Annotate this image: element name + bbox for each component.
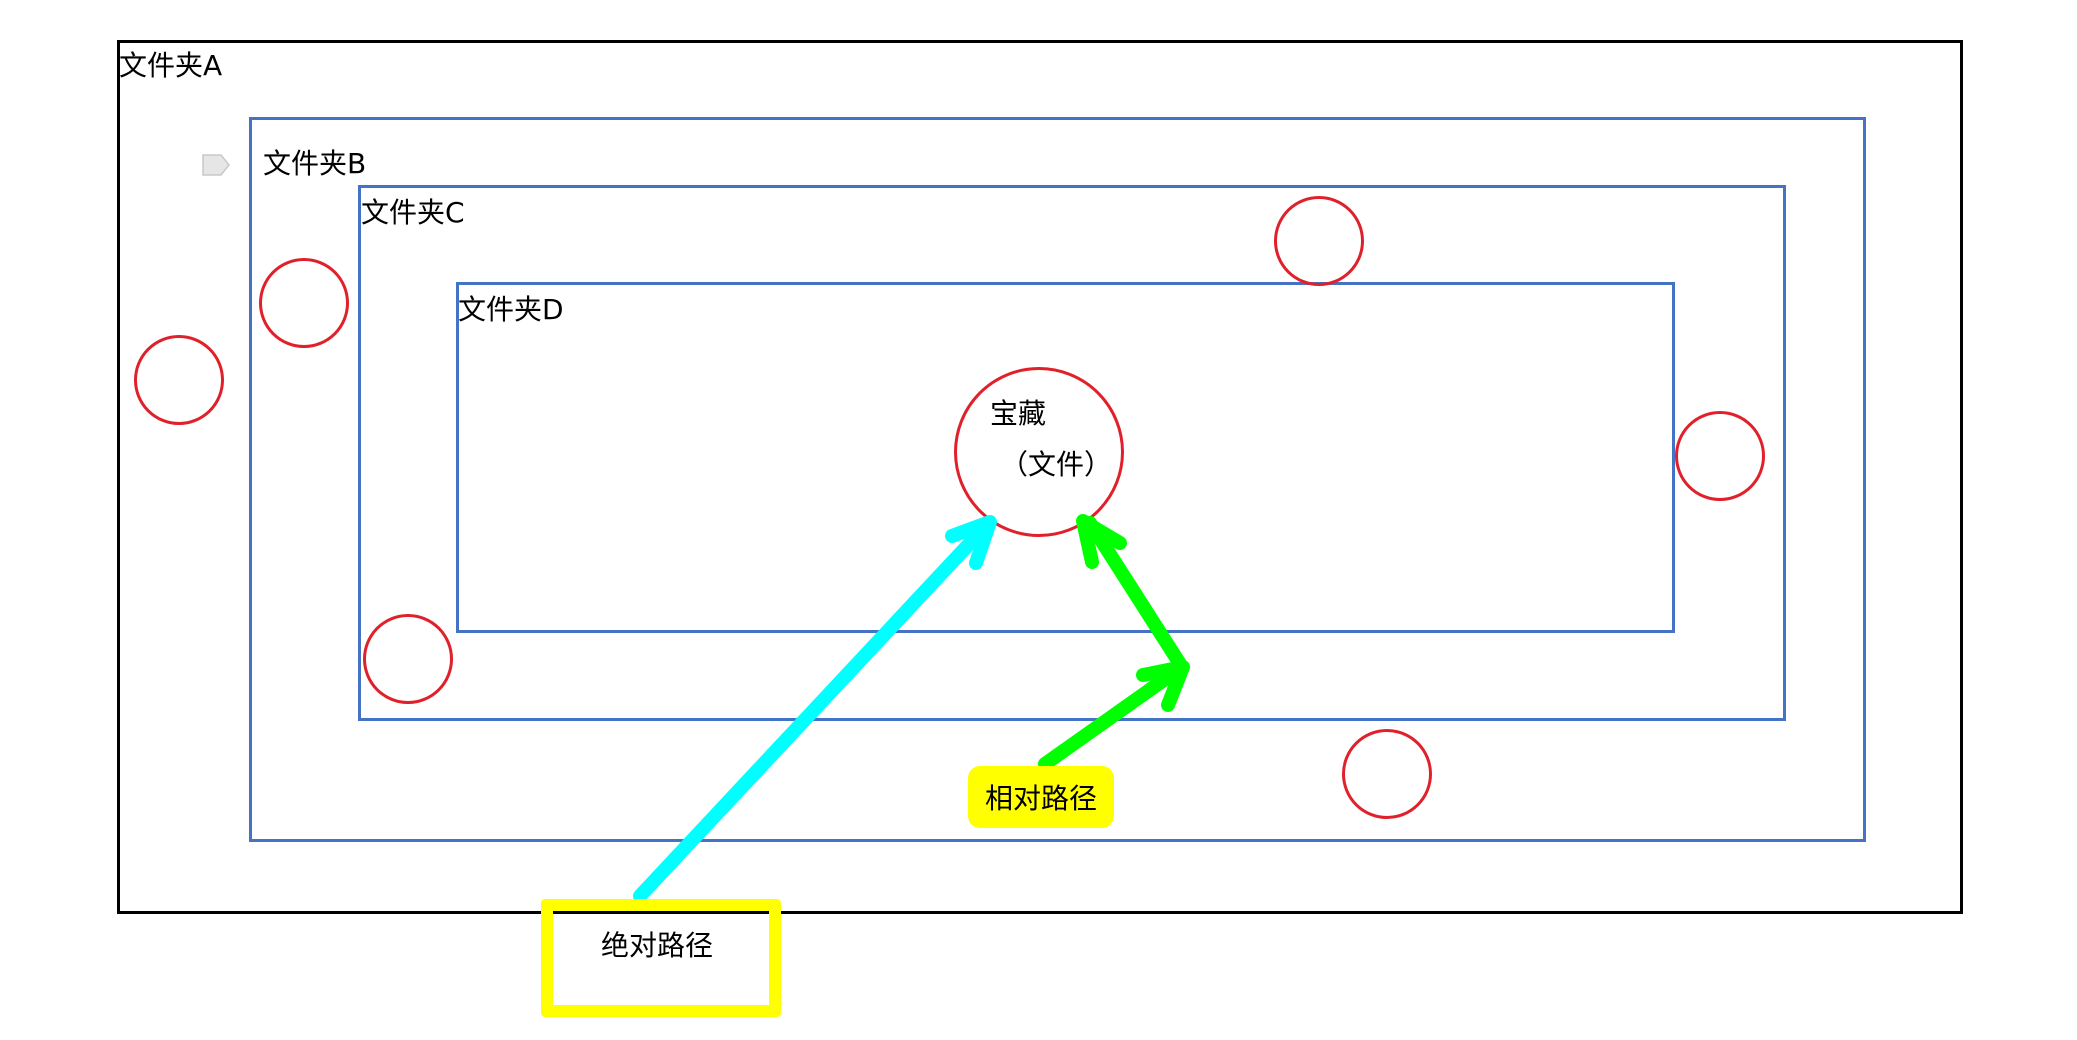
folder-b-box — [249, 117, 1866, 842]
folder-a-box — [117, 40, 1963, 914]
folder-c-label: 文件夹C — [361, 196, 465, 229]
empty-circle — [363, 614, 453, 704]
absolute-arrow-shaft — [633, 520, 992, 903]
empty-circle — [1342, 729, 1432, 819]
relative-arrow-head-top — [1076, 514, 1127, 569]
empty-circle — [134, 335, 224, 425]
relative-path-arrow — [1038, 514, 1190, 771]
treasure-subtitle: （文件） — [1000, 448, 1113, 481]
absolute-path-arrow — [633, 515, 997, 903]
relative-path-label: 相对路径 — [968, 766, 1114, 828]
empty-circle — [259, 258, 349, 348]
folder-c-box — [358, 185, 1786, 721]
relative-arrow-shaft — [1038, 516, 1189, 771]
empty-circle — [1675, 411, 1765, 501]
absolute-path-frame — [541, 899, 781, 1017]
folder-d-box — [456, 282, 1675, 633]
absolute-arrow-head — [945, 515, 997, 570]
folder-b-label: 文件夹B — [263, 147, 367, 180]
empty-circle — [1274, 196, 1364, 286]
folder-a-label: 文件夹A — [119, 49, 223, 82]
relative-arrow-head-mid — [1136, 660, 1190, 712]
relative-path-text: 相对路径 — [984, 782, 1097, 815]
treasure-name: 宝藏 — [990, 397, 1047, 430]
folder-d-label: 文件夹D — [458, 293, 564, 326]
tag-icon — [202, 154, 230, 176]
treasure-circle — [954, 367, 1124, 537]
absolute-path-label: 绝对路径 — [601, 929, 714, 962]
